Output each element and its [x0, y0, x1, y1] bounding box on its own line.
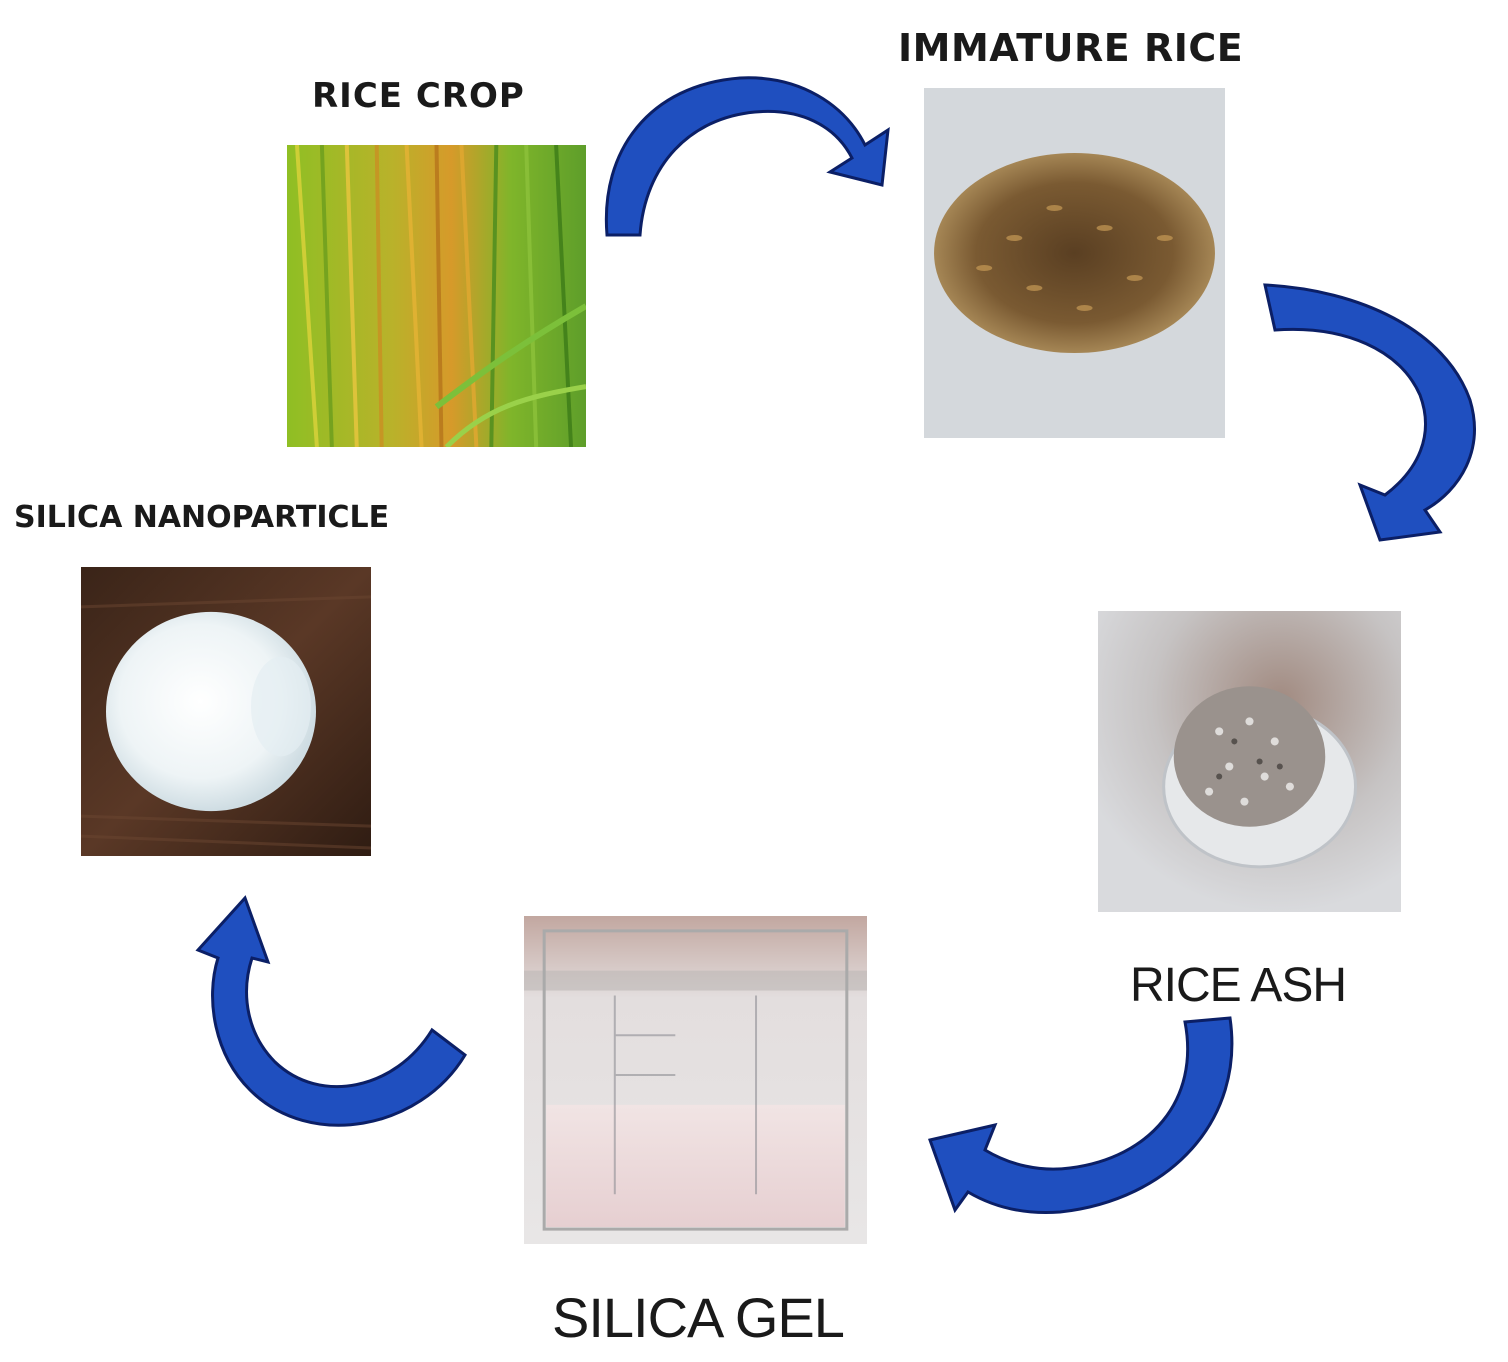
silica-nanoparticle-photo: [81, 567, 371, 856]
label-silica-nanoparticle: SILICA NANOPARTICLE: [14, 500, 390, 535]
silica-gel-photo: [524, 916, 867, 1244]
arrow-crop-to-immature-icon: [604, 76, 890, 237]
label-rice-ash: RICE ASH: [1130, 959, 1347, 1012]
label-immature-rice: IMMATURE RICE: [898, 26, 1244, 70]
arrow-ash-to-gel-icon: [928, 1016, 1234, 1215]
arrow-gel-to-nano-icon: [195, 895, 467, 1127]
arrow-immature-to-ash-icon: [1263, 283, 1476, 542]
label-silica-gel: SILICA GEL: [552, 1286, 845, 1349]
rice-crop-photo: [287, 145, 586, 447]
immature-rice-photo: [924, 88, 1225, 438]
label-rice-crop: RICE CROP: [312, 76, 525, 116]
rice-ash-photo: [1098, 611, 1401, 912]
